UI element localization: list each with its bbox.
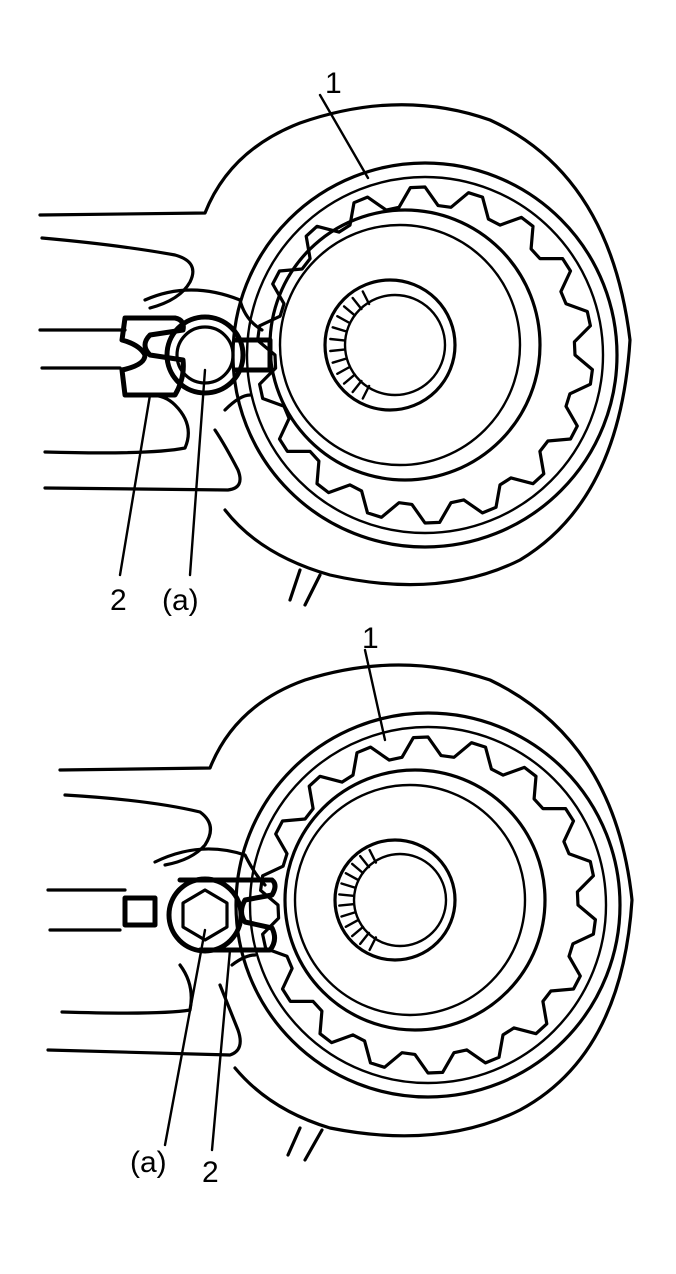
bottom-gear-teeth — [259, 735, 597, 1075]
top-view: 1 2 (a) — [38, 67, 632, 617]
bottom-hub — [283, 768, 547, 1032]
top-leader-lines — [118, 93, 370, 577]
bottom-ring-inner — [248, 725, 608, 1085]
top-housing — [38, 103, 632, 607]
top-outer-ring — [231, 161, 619, 549]
bottom-label-point-a: (a) — [130, 1146, 167, 1179]
top-ring-inner — [245, 175, 605, 535]
top-hub — [268, 208, 542, 482]
bottom-label-part2: 2 — [202, 1156, 219, 1189]
bottom-housing — [58, 663, 634, 1162]
top-label-part1: 1 — [325, 67, 342, 100]
bottom-label-part1: 1 — [362, 622, 379, 655]
bottom-bolt — [166, 876, 244, 954]
top-gear-teeth — [256, 185, 594, 525]
top-shift-fork — [119, 315, 273, 398]
bottom-outer-ring — [234, 711, 622, 1099]
top-lever-bracket — [38, 288, 264, 492]
bottom-leader-lines — [163, 648, 387, 1152]
bottom-view: 1 (a) 2 — [46, 622, 634, 1189]
top-label-point-a: (a) — [162, 584, 199, 617]
top-label-part2: 2 — [110, 584, 127, 617]
